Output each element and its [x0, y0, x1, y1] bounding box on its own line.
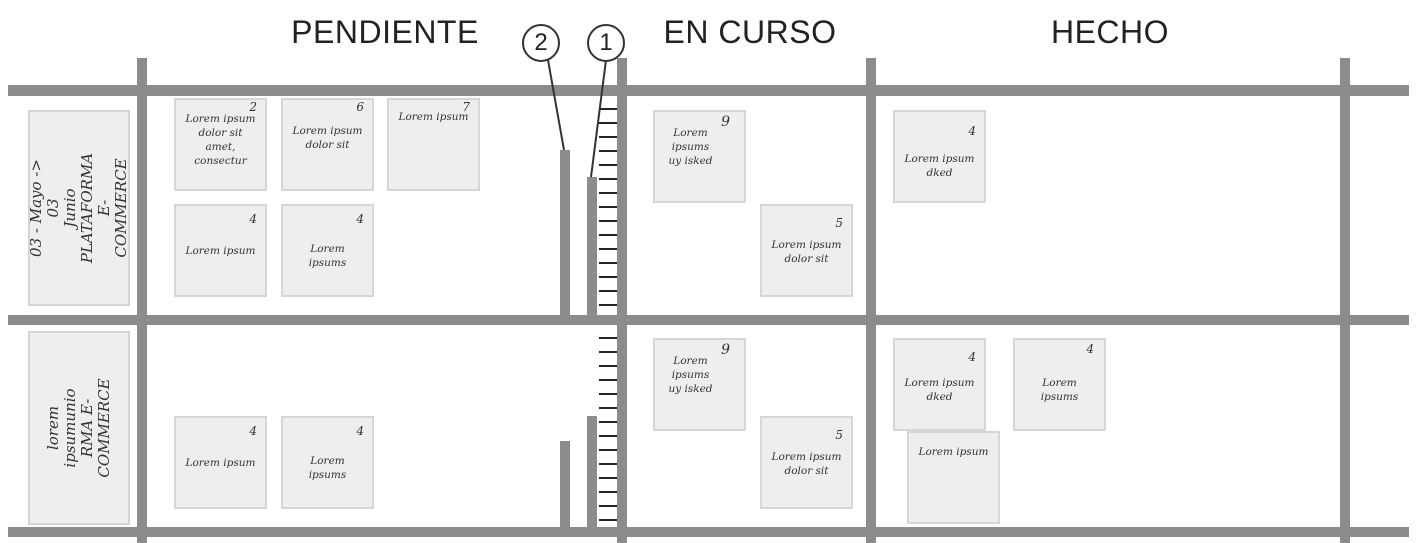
task-card[interactable]: 4 Lorem ipsum dked: [893, 110, 986, 203]
column-title-en-curso: EN CURSO: [663, 14, 837, 50]
callout-leader-1: [590, 59, 607, 178]
task-card[interactable]: 5 Lorem ipsum dolor sit: [760, 204, 853, 297]
card-label: Lorem ipsums: [308, 455, 347, 481]
swimlane-header-bottom: lorem ipsumunio RMA E- COMMERCE: [28, 331, 130, 525]
card-estimate: 9: [721, 342, 730, 358]
task-card[interactable]: 5 Lorem ipsum dolor sit: [760, 416, 853, 509]
card-label: Lorem ipsums: [1040, 377, 1079, 403]
ladder-rungs-top: [599, 108, 617, 318]
wip-post-1-bottom: [587, 416, 597, 533]
swimlane-header-top: 03 - Mayo -> 03 Junio PLATAFORMA E- COMM…: [27, 110, 130, 306]
card-estimate: 4: [249, 424, 257, 438]
column-divider-right: [1340, 58, 1350, 543]
card-label: Lorem ipsums uy isked: [668, 127, 713, 167]
board-line-bottom: [8, 527, 1409, 537]
card-estimate: 6: [356, 100, 364, 114]
card-estimate: 4: [968, 124, 976, 138]
wip-post-2-bottom: [560, 441, 570, 533]
task-card[interactable]: 7 Lorem ipsum: [387, 98, 480, 191]
task-card[interactable]: Lorem ipsum: [907, 431, 1000, 524]
card-label: Lorem ipsum: [185, 457, 256, 469]
task-card[interactable]: 4 Lorem ipsum: [174, 204, 267, 297]
board-line-middle: [8, 315, 1409, 325]
card-label: Lorem ipsum dolor sit amet, consectur: [185, 113, 256, 167]
card-label: Lorem ipsums uy isked: [668, 355, 713, 395]
task-card[interactable]: 9 Lorem ipsums uy isked: [653, 338, 746, 431]
card-estimate: 4: [968, 350, 976, 364]
card-label: Lorem ipsum dolor sit: [771, 451, 842, 477]
card-estimate: 4: [356, 424, 364, 438]
card-estimate: 4: [249, 212, 257, 226]
card-label: Lorem ipsum dked: [904, 377, 975, 403]
card-estimate: 9: [721, 114, 730, 130]
callout-marker-1: 1: [587, 24, 625, 62]
card-estimate: 4: [1086, 342, 1094, 356]
column-divider-en-curso: [617, 58, 627, 543]
wip-post-2-top: [560, 150, 570, 320]
card-label: Lorem ipsums: [308, 243, 347, 269]
ladder-rungs-bottom: [599, 337, 617, 529]
card-label: Lorem ipsum dolor sit: [771, 239, 842, 265]
card-estimate: 2: [249, 100, 257, 114]
column-title-hecho: HECHO: [1050, 14, 1170, 50]
callout-marker-2: 2: [522, 24, 560, 62]
card-estimate: 5: [835, 428, 843, 442]
column-title-pendiente: PENDIENTE: [291, 14, 479, 50]
task-card[interactable]: 4 Lorem ipsums: [1013, 338, 1106, 431]
wip-post-1-top: [587, 177, 597, 320]
task-card[interactable]: 9 Lorem ipsums uy isked: [653, 110, 746, 203]
card-estimate: 7: [462, 100, 470, 114]
card-estimate: 4: [356, 212, 364, 226]
swimlane-label-bottom: lorem ipsumunio RMA E- COMMERCE: [44, 378, 113, 478]
task-card[interactable]: 2 Lorem ipsum dolor sit amet, consectur: [174, 98, 267, 191]
board-line-top: [8, 85, 1409, 96]
column-divider-left: [137, 58, 147, 543]
card-label: Lorem ipsum: [398, 111, 469, 123]
card-label: Lorem ipsum: [918, 446, 989, 458]
swimlane-label-top: 03 - Mayo -> 03 Junio PLATAFORMA E- COMM…: [27, 152, 130, 264]
task-card[interactable]: 4 Lorem ipsums: [281, 416, 374, 509]
callout-leader-2: [547, 59, 565, 151]
card-label: Lorem ipsum: [185, 245, 256, 257]
card-label: Lorem ipsum dked: [904, 153, 975, 179]
card-label: Lorem ipsum dolor sit: [292, 125, 363, 151]
task-card[interactable]: 4 Lorem ipsum dked: [893, 338, 986, 431]
card-estimate: 5: [835, 216, 843, 230]
task-card[interactable]: 6 Lorem ipsum dolor sit: [281, 98, 374, 191]
column-divider-hecho: [866, 58, 876, 543]
task-card[interactable]: 4 Lorem ipsum: [174, 416, 267, 509]
task-card[interactable]: 4 Lorem ipsums: [281, 204, 374, 297]
